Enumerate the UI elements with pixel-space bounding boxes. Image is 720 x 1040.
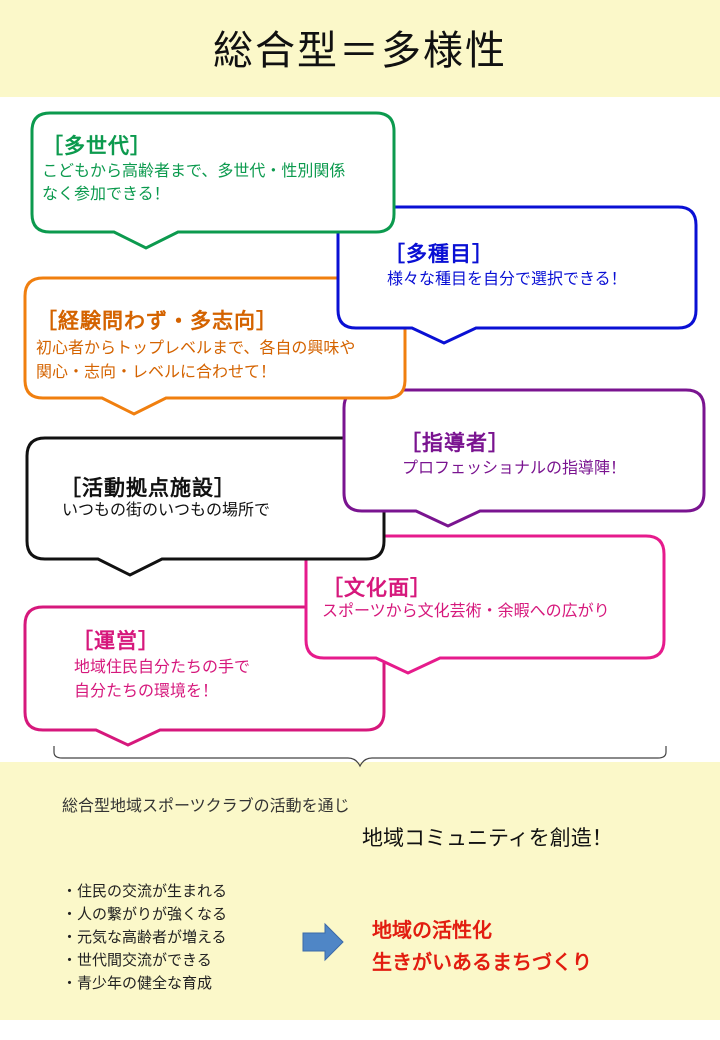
page-title: 総合型＝多様性	[213, 28, 507, 74]
bubble-instructor	[342, 388, 706, 528]
culture-desc: スポーツから文化芸術・余暇への広がり	[322, 601, 610, 620]
bubble-multi-generation	[30, 111, 396, 250]
benefit-item: ・住民の交流が生まれる	[62, 882, 228, 900]
result-line-2: 生きがいあるまちづくり	[372, 950, 592, 974]
experience-heading: ［経験問わず・多志向］	[36, 309, 278, 333]
summary-band	[0, 762, 720, 1020]
experience-desc-1: 初心者からトップレベルまで、各自の興味や	[36, 338, 356, 357]
instructor-desc: プロフェッショナルの指導陣！	[402, 458, 627, 477]
culture-heading: ［文化面］	[322, 576, 432, 600]
right-arrow-icon	[302, 922, 344, 962]
instructor-heading: ［指導者］	[400, 431, 510, 455]
summary-brace	[53, 746, 667, 768]
result-line-1: 地域の活性化	[372, 918, 492, 942]
benefit-item: ・人の繋がりが強くなる	[62, 905, 228, 923]
benefit-list: ・住民の交流が生まれる ・人の繋がりが強くなる ・元気な高齢者が増える ・世代間…	[62, 880, 227, 995]
base-desc: いつもの街のいつもの場所で	[62, 500, 271, 519]
benefit-item: ・世代間交流ができる	[62, 951, 212, 969]
multi-event-desc: 様々な種目を自分で選択できる！	[387, 269, 627, 288]
summary-text: 総合型地域スポーツクラブの活動を通じ	[62, 796, 350, 815]
management-desc-2: 自分たちの環境を！	[74, 681, 219, 700]
multi-generation-desc-2: なく参加できる！	[42, 184, 170, 203]
experience-desc-2: 関心・志向・レベルに合わせて！	[36, 362, 277, 381]
multi-generation-heading: ［多世代］	[42, 134, 152, 158]
result-text: 地域の活性化 生きがいあるまちづくり	[372, 914, 592, 978]
management-heading: ［運営］	[72, 629, 160, 653]
community-creation-text: 地域コミュニティを創造！	[362, 826, 613, 850]
multi-generation-desc-1: こどもから高齢者まで、多世代・性別関係	[42, 161, 346, 180]
management-desc-1: 地域住民自分たちの手で	[74, 657, 251, 676]
benefit-item: ・元気な高齢者が増える	[62, 928, 227, 946]
benefit-item: ・青少年の健全な育成	[62, 974, 213, 992]
base-heading: ［活動拠点施設］	[60, 476, 236, 500]
multi-event-heading: ［多種目］	[384, 242, 494, 266]
title-band	[0, 0, 720, 97]
